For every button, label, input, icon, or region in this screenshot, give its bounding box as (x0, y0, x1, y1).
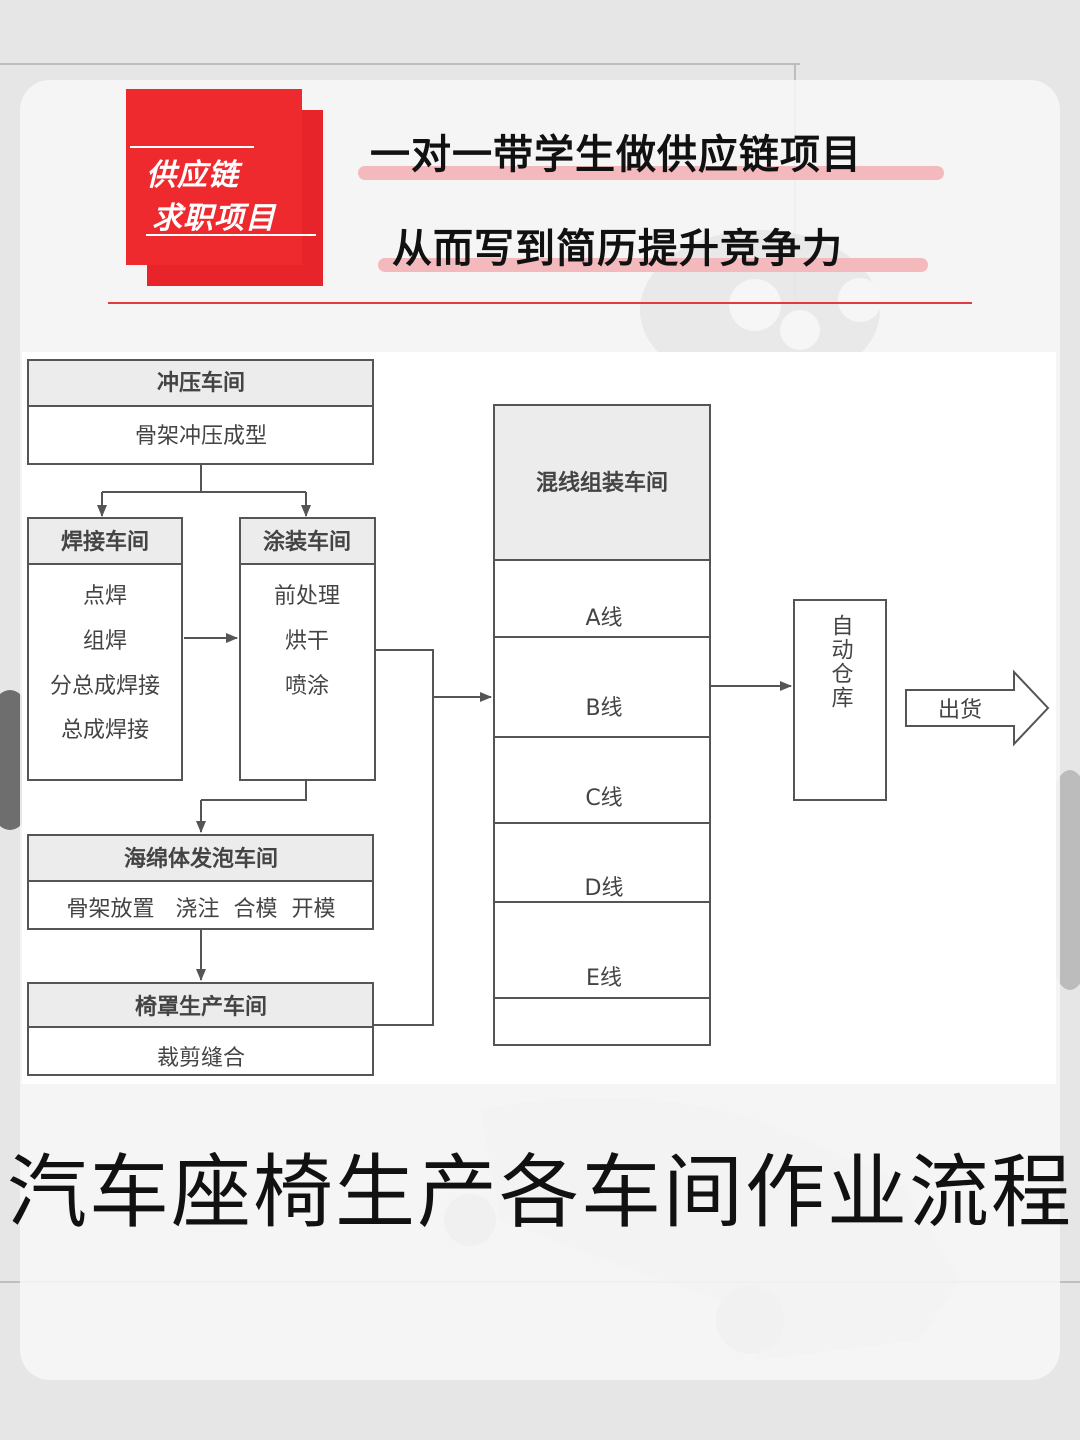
badge-top-line (130, 146, 254, 148)
painting-step-1: 前处理 (274, 584, 340, 609)
welding-step-3: 分总成焊接 (50, 674, 160, 699)
badge-line-2: 求职项目 (152, 201, 276, 236)
welding-title: 焊接车间 (61, 529, 149, 555)
headline-2-highlight (378, 258, 928, 272)
assembly-line-d: D线 (585, 876, 624, 901)
assembly-header (493, 404, 711, 561)
welding-step-1: 点焊 (83, 584, 127, 609)
assembly-line-a: A线 (585, 606, 622, 631)
stamping-title: 冲压车间 (157, 370, 245, 396)
foam-steps: 骨架放置 浇注 合模 开模 (67, 897, 336, 922)
welding-step-2: 组焊 (83, 629, 127, 654)
shipping-arrow (905, 669, 1050, 747)
headline-2: 从而写到简历提升竞争力 (392, 226, 843, 272)
badge-line-1: 供应链 (146, 158, 239, 193)
warehouse-box (793, 599, 887, 801)
stamping-content: 骨架冲压成型 (135, 424, 267, 449)
bottom-title: 汽车座椅生产各车间作业流程 (7, 1146, 1073, 1239)
painting-step-2: 烘干 (285, 629, 329, 654)
foam-title: 海绵体发泡车间 (124, 846, 278, 872)
assembly-title: 混线组装车间 (536, 470, 668, 496)
painting-to-foam-connector (201, 780, 307, 801)
cover-content: 裁剪缝合 (157, 1046, 245, 1071)
welding-step-4: 总成焊接 (61, 718, 149, 743)
headline-1-highlight (358, 166, 944, 180)
stamping-header (27, 359, 374, 407)
assembly-line-b: B线 (585, 696, 622, 721)
assembly-line-c: C线 (585, 786, 622, 811)
painting-step-3: 喷涂 (285, 674, 329, 699)
painting-header (239, 517, 376, 565)
shipping-label: 出货 (938, 698, 982, 723)
cover-header (27, 982, 374, 1028)
painting-title: 涂装车间 (263, 529, 351, 555)
divider-rule (108, 302, 972, 304)
welding-header (27, 517, 183, 565)
headline-1: 一对一带学生做供应链项目 (370, 132, 862, 178)
assembly-line-e: E线 (586, 966, 622, 991)
foam-header (27, 834, 374, 882)
painting-to-assembly-connector (373, 649, 434, 1026)
badge-bottom-line (146, 234, 316, 236)
cover-title: 椅罩生产车间 (135, 994, 267, 1020)
warehouse-label: 自动仓库 (828, 614, 854, 710)
